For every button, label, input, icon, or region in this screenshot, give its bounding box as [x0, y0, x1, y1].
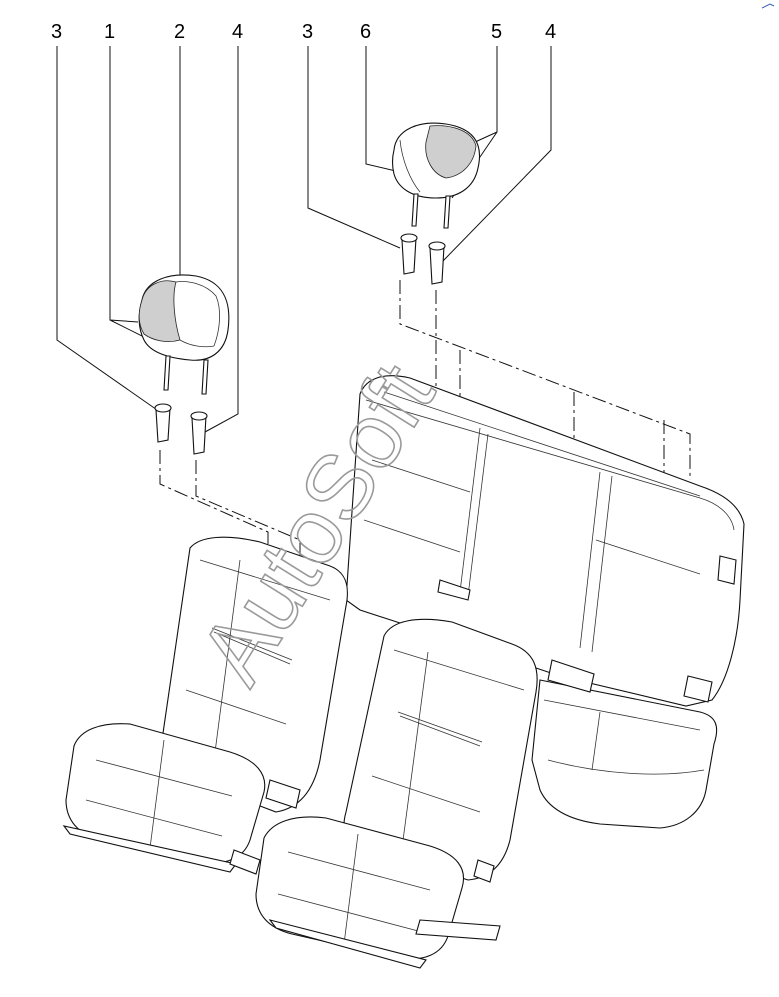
label-left-2: 2	[174, 21, 185, 43]
headrest-right	[391, 122, 480, 285]
label-left-1: 1	[104, 21, 115, 43]
label-right-3: 3	[302, 21, 313, 43]
label-right-6: 6	[360, 21, 371, 43]
leader-lines-left	[56, 46, 239, 433]
leader-lines-right	[307, 46, 552, 263]
front-seat-right	[255, 618, 538, 969]
corner-mark	[761, 3, 775, 9]
front-seat-left	[62, 536, 348, 875]
label-right-4: 4	[545, 21, 556, 43]
label-right-5: 5	[491, 21, 502, 43]
headrest-left	[138, 274, 230, 455]
label-left-3: 3	[51, 21, 62, 43]
label-left-4: 4	[232, 21, 243, 43]
